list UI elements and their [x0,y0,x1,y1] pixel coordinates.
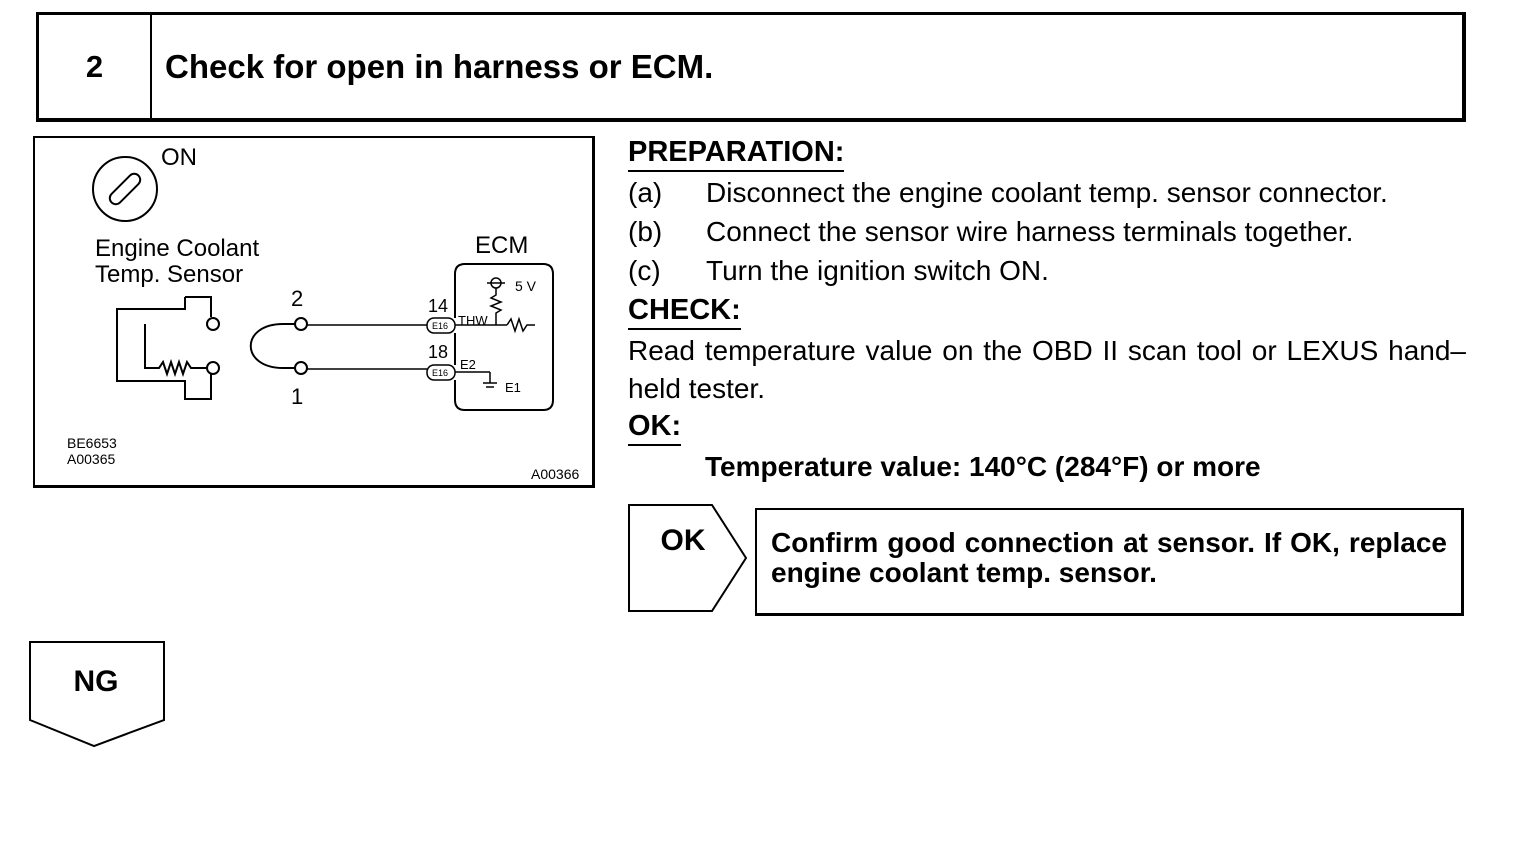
harness-wires [307,324,427,370]
sensor-connector-icon [116,296,220,400]
ok-tag: OK [628,503,748,613]
ignition-on-label: ON [161,144,197,171]
ok-tag-label: OK [660,524,706,557]
ecm-pin-18: 18 [428,342,449,362]
check-heading: CHECK: [628,294,741,330]
sensor-label-line2: Temp. Sensor [95,261,244,288]
step-title: Check for open in harness or ECM. [165,48,714,85]
ecm-box [454,263,554,411]
wiring-diagram-drawing [92,156,554,411]
ng-tag-label: NG [73,665,119,698]
preparation-step-c: (c) Turn the ignition switch ON. [628,255,1049,287]
voltage-label: 5 V [515,278,537,294]
ok-heading: OK: [628,410,682,446]
ok-arrow-shape [628,504,748,612]
sensor-pin-1: 1 [291,384,304,409]
ecm-connectors [426,317,456,381]
diagram-code-2: A00365 [67,451,116,467]
step-marker: (a) [628,177,663,208]
diagram-code-1: BE6653 [67,435,117,451]
step-marker: (b) [628,216,663,247]
ground-e1: E1 [505,380,521,395]
sensor-pin-2: 2 [291,286,304,311]
wiring-diagram: ON Engine Coolant Temp. Sensor ECM 5 V 2… [33,136,595,488]
step-text: Connect the sensor wire harness terminal… [706,216,1354,247]
preparation-heading: PREPARATION: [628,136,845,172]
step-header: 2 Check for open in harness or ECM. [36,12,1466,122]
step-text: Turn the ignition switch ON. [706,255,1049,286]
connector-e16-bottom: E16 [432,368,449,378]
step-text: Disconnect the engine coolant temp. sens… [706,177,1388,208]
ignition-key-icon [92,156,158,222]
ok-value: Temperature value: 140°C (284°F) or more [705,451,1261,482]
step-number: 2 [39,15,152,118]
preparation-step-b: (b) Connect the sensor wire harness termi… [628,216,1353,248]
ecm-internal-circuit [455,277,535,388]
diagram-code-3: A00366 [531,466,580,482]
connector-e16-top: E16 [432,321,449,331]
ng-arrow-shape [29,641,165,748]
ok-result-box: Confirm good connection at sensor. If OK… [755,508,1464,616]
check-text: Read temperature value on the OBD II sca… [628,335,1466,404]
jumper-wire [249,317,308,375]
ecm-pin-14: 14 [428,296,449,316]
step-marker: (c) [628,255,661,286]
signal-thw: THW [458,313,488,328]
signal-e2: E2 [460,357,476,372]
ng-tag: NG [28,640,168,750]
ecm-label: ECM [475,232,529,259]
preparation-step-a: (a) Disconnect the engine coolant temp. s… [628,177,1388,209]
sensor-label-line1: Engine Coolant [95,235,260,262]
